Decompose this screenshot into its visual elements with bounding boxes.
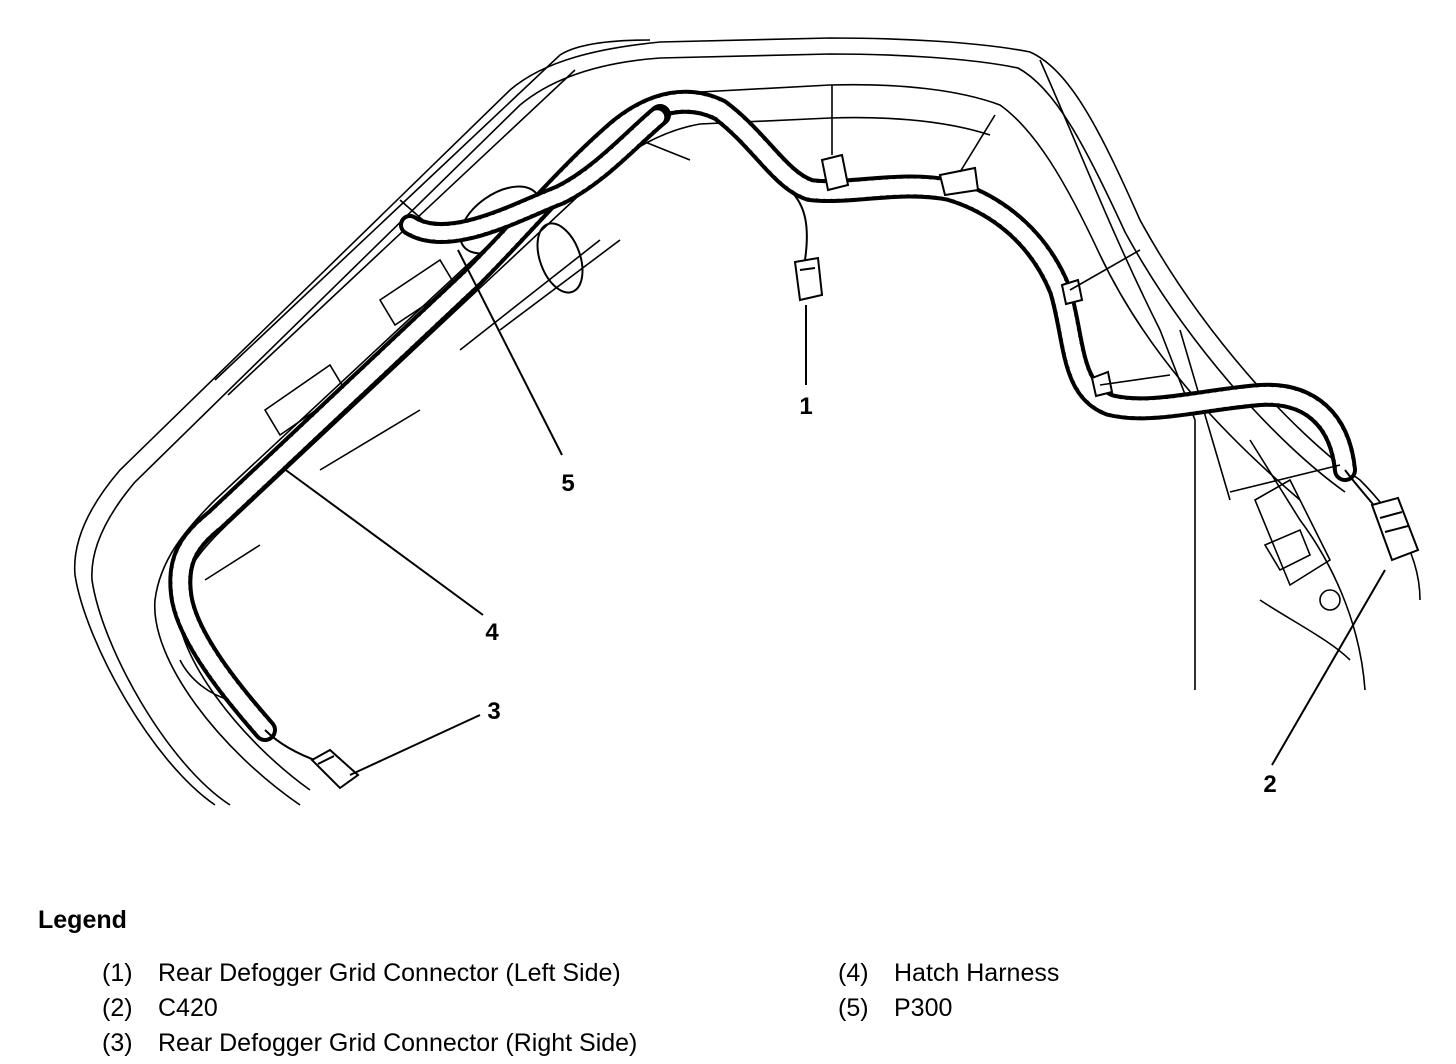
connector-right-side	[310, 748, 360, 790]
branch-leads	[264, 189, 1386, 763]
legend-item-number: (3)	[102, 1029, 133, 1057]
legend-item-number: (4)	[838, 959, 869, 987]
wiring-diagram: 1 2 3 4 5	[73, 37, 1421, 806]
legend-item-number: (1)	[102, 959, 133, 987]
c420-connector	[1370, 496, 1420, 562]
leader-2	[1271, 569, 1386, 766]
callout-leaders	[282, 249, 1386, 776]
legend-item: (1) Rear Defogger Grid Connector (Left Si…	[102, 956, 637, 991]
legend-item: (4) Hatch Harness	[838, 956, 1059, 991]
legend-item-label: Hatch Harness	[894, 959, 1060, 987]
hatch-body-outline	[73, 37, 1421, 806]
legend-column-left: (1) Rear Defogger Grid Connector (Left Si…	[102, 956, 637, 1061]
legend-column-right: (4) Hatch Harness (5) P300	[838, 956, 1059, 1026]
callout-2: 2	[1263, 771, 1276, 798]
harness-clips	[820, 153, 1114, 398]
legend-item: (2) C420	[102, 991, 637, 1026]
legend-item-number: (2)	[102, 994, 133, 1022]
legend-item-number: (5)	[838, 994, 869, 1022]
connector-left-side	[793, 256, 824, 302]
legend-title: Legend	[38, 906, 127, 934]
hatch-harness	[168, 89, 1357, 742]
legend-item-label: Rear Defogger Grid Connector (Right Side…	[158, 1029, 638, 1057]
stud-lines	[831, 85, 1341, 493]
leader-4	[282, 467, 484, 616]
legend-item-label: P300	[894, 994, 953, 1022]
leader-3	[349, 714, 481, 776]
leader-5	[457, 249, 563, 456]
legend-item: (3) Rear Defogger Grid Connector (Right S…	[102, 1026, 637, 1061]
legend-item-label: Rear Defogger Grid Connector (Left Side)	[158, 959, 621, 987]
callout-5: 5	[561, 470, 574, 497]
callout-3: 3	[487, 698, 500, 725]
legend-item-label: C420	[158, 994, 218, 1022]
callout-1: 1	[799, 393, 812, 420]
callout-4: 4	[485, 619, 499, 646]
legend-item: (5) P300	[838, 991, 1059, 1026]
